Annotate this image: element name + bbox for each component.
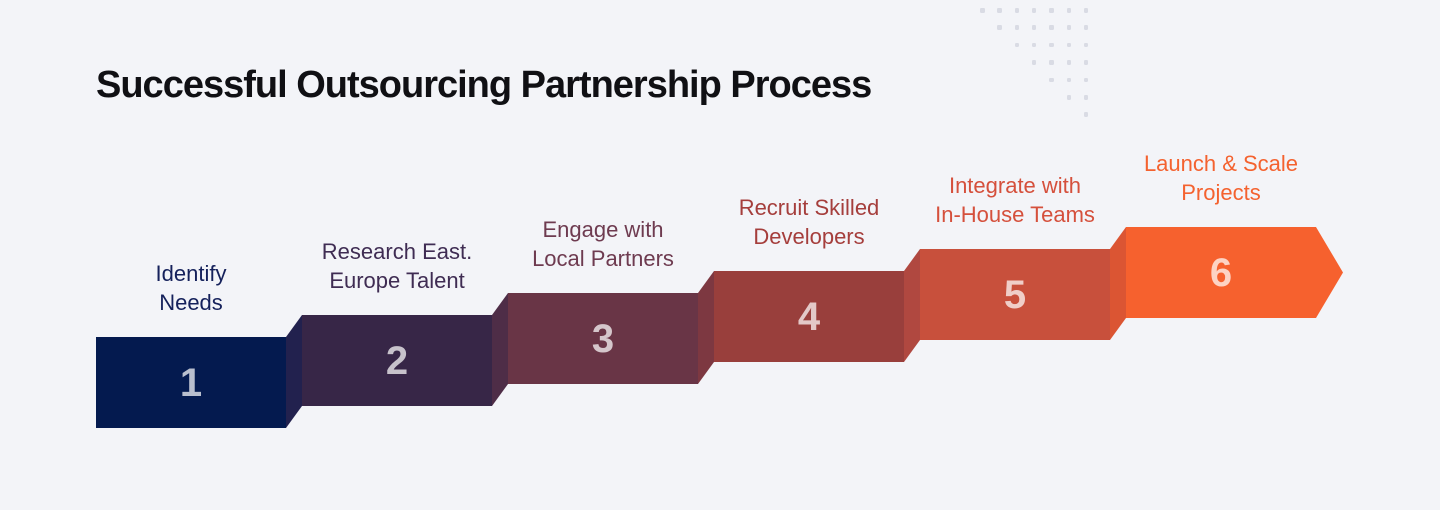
- step-label: Recruit Skilled Developers: [738, 195, 880, 249]
- decor-dot: [1066, 77, 1071, 83]
- step-label: Engage with Local Partners: [532, 217, 674, 271]
- step-3-connector: [492, 293, 508, 406]
- decor-dot: [1066, 60, 1071, 65]
- decor-dot: [997, 8, 1002, 13]
- step-number: 4: [797, 294, 821, 339]
- decor-dot: [997, 25, 1002, 30]
- decor-dot: [1049, 25, 1054, 30]
- step-number: 2: [385, 338, 409, 383]
- step-number: 5: [1003, 272, 1027, 317]
- step-number: 1: [179, 360, 203, 405]
- decor-dot: [1049, 77, 1054, 83]
- decor-dot: [1083, 95, 1089, 100]
- step-label: Launch & Scale Projects: [1143, 151, 1299, 205]
- decor-dot: [1083, 60, 1089, 65]
- decor-dot: [980, 8, 985, 13]
- step-2-block: 2: [302, 315, 492, 406]
- decor-dot: [1031, 42, 1037, 48]
- step-6-block: 6: [1126, 227, 1343, 318]
- decor-dot: [1066, 95, 1071, 100]
- step-number: 3: [591, 316, 615, 361]
- step-6-connector: [1110, 227, 1126, 340]
- decor-dot: [1049, 42, 1054, 48]
- decor-dot: [1083, 25, 1089, 30]
- decor-dot: [1083, 112, 1089, 117]
- decor-dot: [1066, 42, 1071, 48]
- step-4-connector: [698, 271, 714, 384]
- page-title: Successful Outsourcing Partnership Proce…: [96, 64, 872, 106]
- decor-dot: [1083, 42, 1089, 48]
- step-number: 6: [1209, 250, 1233, 295]
- decor-dot: [1014, 25, 1020, 30]
- step-label: Research East. Europe Talent: [321, 239, 473, 293]
- decor-dot: [1014, 8, 1020, 13]
- decor-dot: [1031, 25, 1037, 30]
- decor-dot: [1049, 60, 1054, 65]
- step-5-block: 5: [920, 249, 1110, 340]
- decor-dot: [1083, 77, 1089, 83]
- decor-dot: [1066, 8, 1071, 13]
- step-4-block: 4: [714, 271, 904, 362]
- decor-dot: [1031, 60, 1037, 65]
- step-3-block: 3: [508, 293, 698, 384]
- decor-dot: [1014, 42, 1020, 48]
- decor-dot: [1083, 8, 1089, 13]
- decor-dot: [1066, 25, 1071, 30]
- step-label: Identify Needs: [155, 261, 227, 315]
- decor-dot: [1031, 8, 1037, 13]
- step-1-block: 1: [96, 337, 286, 428]
- decor-dot: [1049, 8, 1054, 13]
- step-label: Integrate with In-House Teams: [935, 173, 1095, 227]
- step-5-connector: [904, 249, 920, 362]
- step-2-connector: [286, 315, 302, 428]
